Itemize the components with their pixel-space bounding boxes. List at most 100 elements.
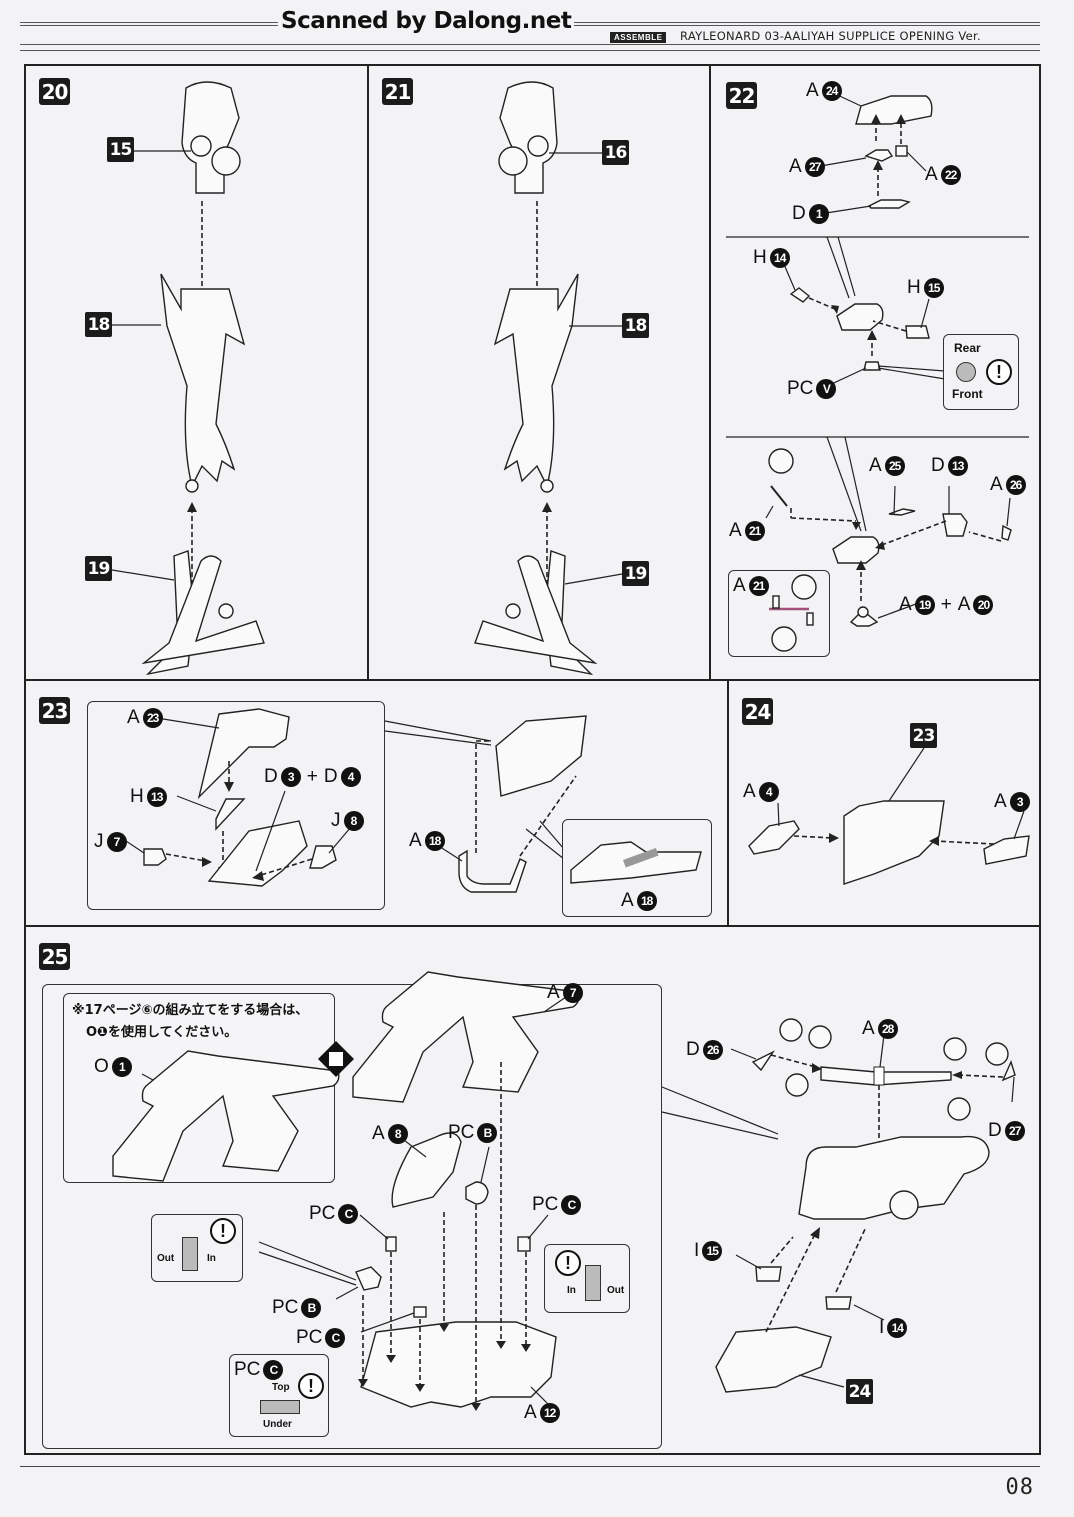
pc-part-icon: [956, 362, 976, 382]
pc-part-icon: [182, 1237, 198, 1271]
a7-part-drawing: [352, 971, 580, 1103]
top-label: Top: [272, 1382, 290, 1393]
foot-part-drawing: [141, 550, 265, 676]
warning-icon: !: [210, 1218, 236, 1244]
pc-part-icon: [585, 1265, 601, 1301]
warning-icon: !: [298, 1373, 324, 1399]
d26-part-drawing: [751, 1050, 776, 1072]
detail-callout-icon: [785, 1073, 809, 1097]
header-rule-bottom: [20, 50, 1040, 51]
pc-part-icon: [260, 1400, 300, 1414]
ref-badge-24: 24: [846, 1379, 873, 1404]
step-number-badge: 22: [726, 82, 757, 109]
ref-badge-16: 16: [602, 140, 629, 165]
a23-part-drawing: [197, 708, 290, 800]
out-label: Out: [157, 1253, 175, 1264]
leg-part-drawing: [493, 273, 579, 489]
j7-part-drawing: [143, 848, 167, 866]
section-tag: ASSEMBLE: [610, 32, 667, 43]
o1-part-drawing: [112, 1050, 340, 1182]
a22-part-drawing: [895, 145, 908, 157]
ref-badge-19: 19: [622, 561, 649, 586]
detail-callout-icon: [947, 1097, 971, 1121]
a3-part-drawing: [983, 835, 1030, 865]
detail-callout-icon: [808, 1025, 832, 1049]
ref-badge-18: 18: [85, 312, 112, 337]
a26-part-drawing: [1001, 524, 1012, 541]
a24-part-drawing: [855, 95, 933, 125]
pc-v-part-drawing: [863, 361, 881, 371]
leg-part-drawing: [160, 273, 246, 489]
body-assembly-drawing: [798, 1135, 990, 1220]
step-24-assembly-drawing: [715, 1326, 832, 1393]
a8-part-drawing: [391, 1132, 462, 1208]
page-number: 08: [1005, 1475, 1034, 1500]
i14-part-drawing: [825, 1296, 852, 1310]
step-number-badge: 20: [39, 78, 70, 105]
footer-rule: [20, 1466, 1040, 1467]
detail-callout-icon: [943, 1037, 967, 1061]
in-label: In: [567, 1285, 576, 1296]
d3-d4-part-drawing: [207, 820, 308, 887]
out-label: Out: [607, 1285, 625, 1296]
product-title: RAYLEONARD 03-AALIYAH SUPPLICE OPENING V…: [680, 29, 981, 43]
step-number-badge: 23: [39, 697, 70, 724]
ref-badge-23: 23: [910, 723, 937, 748]
foot-part-drawing: [474, 550, 598, 676]
detail-callout-icon: [779, 1018, 803, 1042]
pc-c-part-drawing: [413, 1306, 427, 1318]
d1-part-drawing: [867, 199, 911, 209]
i15-part-drawing: [755, 1266, 782, 1282]
a23-assembly-drawing: [843, 800, 945, 885]
a18-detail-drawing: [570, 841, 702, 884]
a4-part-drawing: [748, 820, 800, 855]
a27-part-drawing: [864, 149, 894, 162]
detail-callout-icon: [985, 1042, 1009, 1066]
alternate-part-note-line2: O❶を使用してください。: [86, 1025, 238, 1040]
pc-b-orientation-note: Out In !: [151, 1214, 243, 1282]
step-number-badge: 21: [382, 78, 413, 105]
a25-part-drawing: [888, 508, 916, 516]
orientation-note-box: Rear ! Front: [943, 334, 1019, 410]
h14-part-drawing: [789, 287, 811, 303]
a23-assembly-drawing: [495, 715, 587, 797]
step-24-diagram: [748, 747, 1030, 885]
h13-part-drawing: [215, 798, 246, 831]
head-part-drawing: [181, 81, 241, 194]
head-part-drawing: [498, 81, 558, 194]
a28-part-drawing: [820, 1066, 952, 1086]
d27-part-drawing: [1001, 1060, 1016, 1082]
step-23-diagram: [125, 708, 587, 893]
step-25-diagram: [258, 971, 1016, 1411]
step-22-diagram: [726, 91, 1029, 627]
